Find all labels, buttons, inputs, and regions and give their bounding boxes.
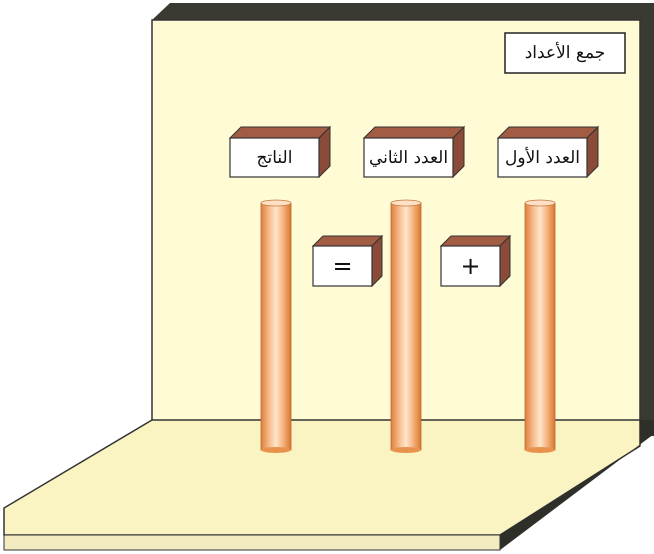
result-box-shape [228,125,332,179]
rod-second [390,199,422,453]
rod-first [524,199,556,453]
plus-box-shape [439,234,512,288]
title-box [504,32,626,74]
equals-sign: = [332,252,353,280]
first-number-box-shape [496,125,600,179]
first-number-label: العدد الأول [505,147,580,168]
rod-result [260,199,292,453]
floor [3,419,654,551]
second-number-label: العدد الثاني [368,147,449,168]
plus-sign: + [460,252,481,280]
second-number-box-shape [362,125,466,179]
result-label: الناتج [256,147,293,168]
equals-box-shape [311,234,384,288]
title-label: جمع الأعداد [524,43,606,63]
